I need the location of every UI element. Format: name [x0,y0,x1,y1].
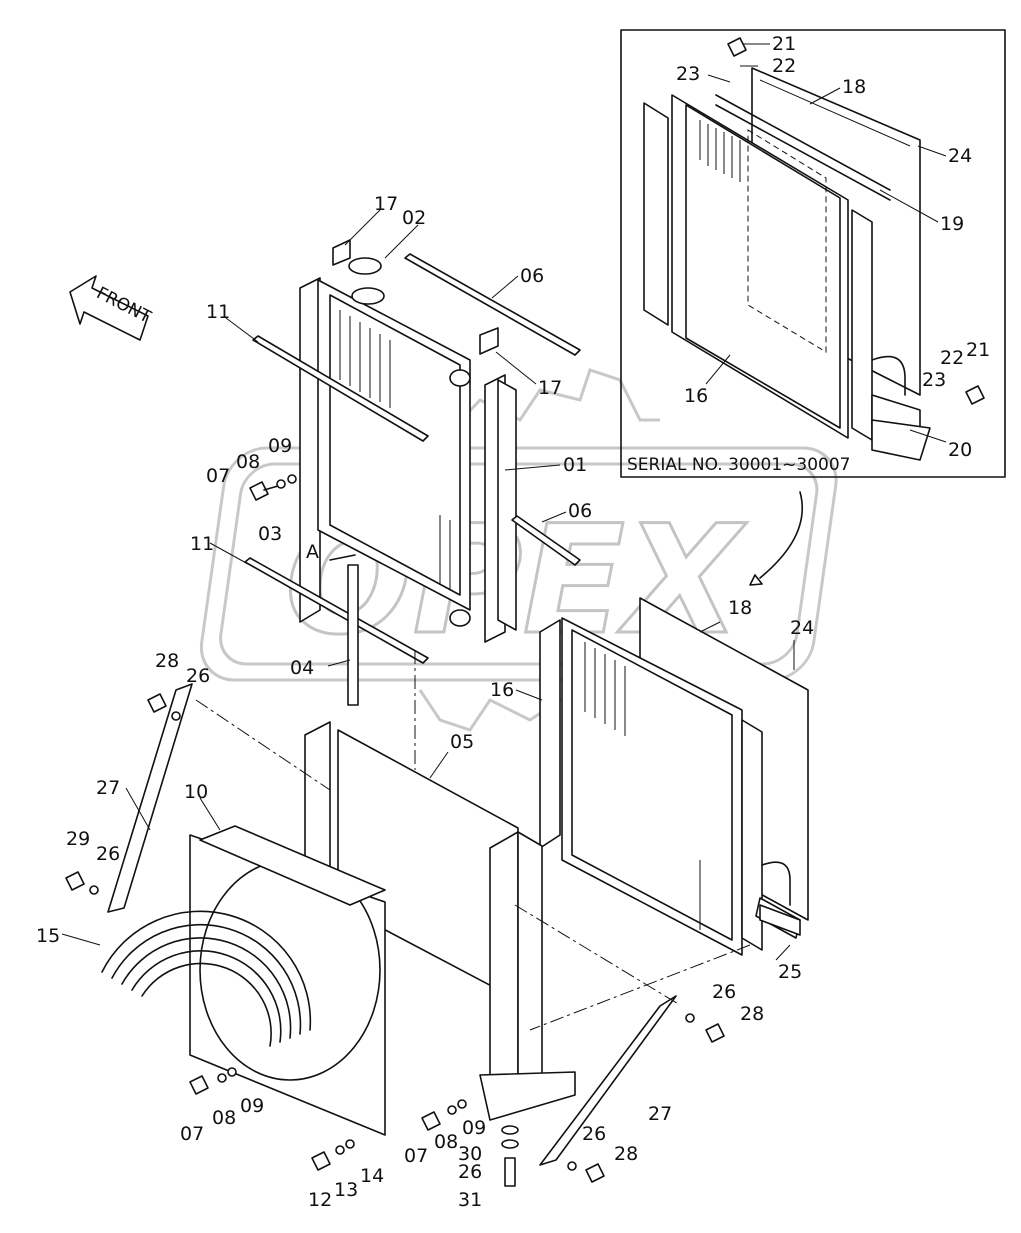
callout: 25 [778,961,802,983]
callout: 08 [212,1107,236,1129]
callout: 26 [712,981,736,1003]
strip-25 [759,904,801,936]
callout: 26 [96,843,120,865]
callout: 31 [458,1189,482,1211]
callout: 24 [948,145,972,167]
stays-27 [107,683,677,1166]
callout: 04 [290,657,314,679]
callout: 26 [458,1161,482,1183]
callout: A [306,541,319,563]
callout: 07 [404,1145,428,1167]
callout: 09 [462,1117,486,1139]
callout: 06 [520,265,544,287]
callout: 17 [538,377,562,399]
callout: 23 [922,369,946,391]
shroud-10 [101,825,386,1136]
callout: 02 [402,207,426,229]
callout: 24 [790,617,814,639]
callout: 12 [308,1189,332,1211]
bolt-group-upper [249,474,297,501]
callout: 29 [66,828,90,850]
callout: 06 [568,500,592,522]
callout: 27 [96,777,120,799]
assembly-lines [195,491,804,1031]
callout: 26 [582,1123,606,1145]
callout: 09 [268,435,292,457]
callout: 09 [240,1095,264,1117]
callout: 17 [374,193,398,215]
callout: 11 [206,301,230,323]
callout: 28 [740,1003,764,1025]
callout: 28 [155,650,179,672]
callout: 22 [772,55,796,77]
callout: 26 [186,665,210,687]
callout: 30 [458,1143,482,1165]
callout: 07 [206,465,230,487]
callout: 23 [676,63,700,85]
hardware [65,37,985,1187]
callout: 10 [184,781,208,803]
inset-serial-note: SERIAL NO. 30001~30007 [627,455,850,475]
callout: 19 [940,213,964,235]
callout: 14 [360,1165,384,1187]
callout: 05 [450,731,474,753]
callout: 18 [842,76,866,98]
callout: 16 [490,679,514,701]
callout: 21 [966,339,990,361]
callout: 18 [728,597,752,619]
callout: 01 [563,454,587,476]
callout: 27 [648,1103,672,1125]
callout: 28 [614,1143,638,1165]
callout-labels: 21 22 23 18 24 19 16 23 22 21 20 17 02 0… [36,33,990,1211]
callout: 16 [684,385,708,407]
inset-box [620,29,1006,478]
radiator-01 [244,239,581,706]
callout: 22 [940,347,964,369]
callout: 03 [258,523,282,545]
front-arrow: FRONT [69,275,154,341]
callout: 08 [434,1131,458,1153]
callout: 08 [236,451,260,473]
callout: 15 [36,925,60,947]
oil-cooler-16 [539,597,809,956]
callout: 20 [948,439,972,461]
callout: 13 [334,1179,358,1201]
callout: 11 [190,533,214,555]
callout: 07 [180,1123,204,1145]
callout: 21 [772,33,796,55]
leader-lines [61,43,947,961]
